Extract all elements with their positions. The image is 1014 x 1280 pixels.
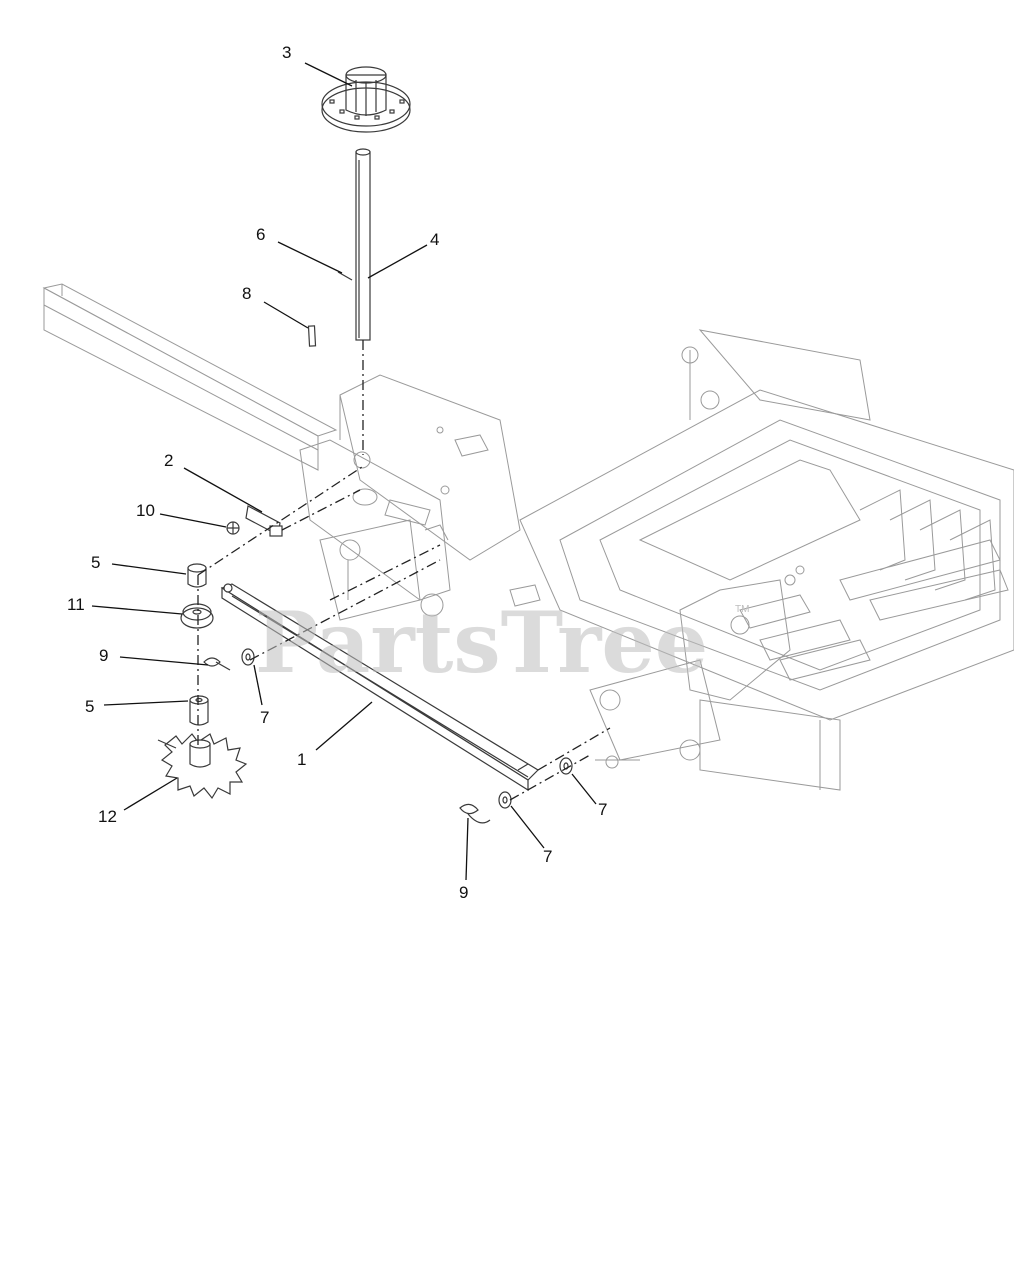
part-8-key [307, 325, 317, 347]
assembly-lines [197, 340, 611, 801]
part-5-bushing-lower [189, 695, 209, 726]
watermark-tm: TM [735, 604, 749, 615]
part-11-gear [180, 603, 214, 629]
callout-12: 12 [98, 807, 117, 826]
leader-lines [91, 62, 597, 881]
callout-labels: 3 4 6 8 2 10 5 11 9 5 7 1 12 7 7 9 [67, 43, 607, 902]
callout-10: 10 [136, 501, 155, 520]
mower-chassis [509, 329, 1014, 791]
callout-3: 3 [282, 43, 291, 62]
callout-9-upper: 9 [99, 646, 108, 665]
part-9-hairpin-upper [203, 657, 231, 671]
part-10-fastener [226, 521, 240, 535]
mounting-bracket [299, 374, 521, 621]
callout-7-left: 7 [260, 708, 269, 727]
part-7-washer-a [241, 648, 255, 666]
callout-7-bottom: 7 [543, 847, 552, 866]
watermark-text: PartsTree [255, 593, 708, 692]
callout-2: 2 [164, 451, 173, 470]
part-2-clip [245, 505, 283, 537]
callout-5-lower: 5 [85, 697, 94, 716]
watermark: PartsTree TM [255, 593, 749, 692]
part-7-washer-c [498, 791, 512, 809]
callout-11: 11 [67, 595, 85, 614]
callout-6: 6 [256, 225, 265, 244]
frame-rail-left [42, 283, 338, 471]
callout-1: 1 [297, 750, 306, 769]
part-6-pin [337, 271, 353, 281]
callout-8: 8 [242, 284, 251, 303]
callout-9-lower: 9 [459, 883, 468, 902]
callout-7-right: 7 [598, 800, 607, 819]
part-12-sprocket [157, 733, 248, 800]
part-4-shaft [355, 148, 371, 341]
part-3-hub [321, 66, 411, 133]
callout-5-upper: 5 [91, 553, 100, 572]
part-9-hairpin-lower [459, 803, 491, 824]
callout-4: 4 [430, 230, 439, 249]
part-5-bushing-upper [187, 563, 207, 588]
